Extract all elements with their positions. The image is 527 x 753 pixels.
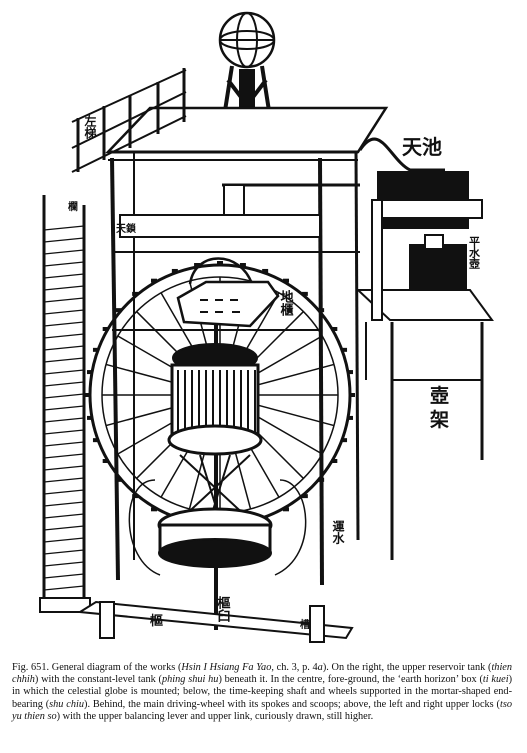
label-hu-jia: 壺架 bbox=[429, 384, 449, 431]
staircase bbox=[39, 195, 91, 613]
label-ping-shui-hu: 平水壺 bbox=[468, 236, 481, 269]
timekeeping-shaft bbox=[128, 310, 307, 630]
caption-text: ). Behind, the main driving-wheel with i… bbox=[84, 698, 500, 710]
caption-text: ) in which the celestial globe is mounte… bbox=[12, 674, 512, 710]
caption-text: General diagram of the works ( bbox=[51, 662, 182, 673]
frame-posts bbox=[110, 151, 360, 586]
caption-term: thien chhih bbox=[12, 662, 513, 686]
tank-stand bbox=[355, 199, 494, 560]
caption-term: shu chiu bbox=[49, 698, 85, 710]
label-zuo-ti: 左梯 bbox=[83, 114, 97, 140]
caption-text: ) with the upper balancing lever and upp… bbox=[56, 710, 374, 722]
top-railing bbox=[71, 68, 187, 173]
label-shu-jiu: 樞臼 bbox=[215, 595, 231, 623]
caption-text: , ch. 3, p. 4 bbox=[271, 662, 318, 673]
caption-text: ) beneath it. In the centre, fore-ground… bbox=[218, 674, 483, 686]
label-cao: 槽 bbox=[300, 618, 310, 631]
caption-fig-no: Fig. 651. bbox=[12, 662, 50, 673]
caption-term: ti kuei bbox=[482, 674, 509, 686]
ground-beam bbox=[76, 600, 354, 643]
caption-text: ). On the right, the upper reservoir tan… bbox=[322, 662, 492, 673]
caption-term: phing shui hu bbox=[161, 674, 219, 686]
clock-tower-diagram: 天池 壺架 平水壺 地櫃 樞臼 樞 運水 天鎖 槽 左梯 欄 bbox=[39, 11, 494, 643]
label-tian-suo: 天鎖 bbox=[116, 222, 137, 235]
label-kui-gui: 地櫃 bbox=[278, 289, 294, 317]
label-zhi-lan: 欄 bbox=[68, 200, 78, 213]
figure-caption: Fig. 651. General diagram of the works (… bbox=[12, 662, 512, 723]
label-shu: 樞 bbox=[150, 613, 163, 629]
label-tian-chi: 天池 bbox=[402, 135, 442, 159]
label-yun-shui: 運水 bbox=[331, 520, 345, 545]
earth-horizon-box bbox=[176, 257, 280, 328]
caption-page: a bbox=[317, 662, 323, 673]
caption-text: ) with the constant-level tank ( bbox=[34, 674, 162, 686]
roof-platform bbox=[105, 106, 389, 161]
caption-term: tso yu thien so bbox=[12, 698, 512, 722]
caption-title: Hsin I Hsiang Fa Yao bbox=[181, 662, 272, 673]
